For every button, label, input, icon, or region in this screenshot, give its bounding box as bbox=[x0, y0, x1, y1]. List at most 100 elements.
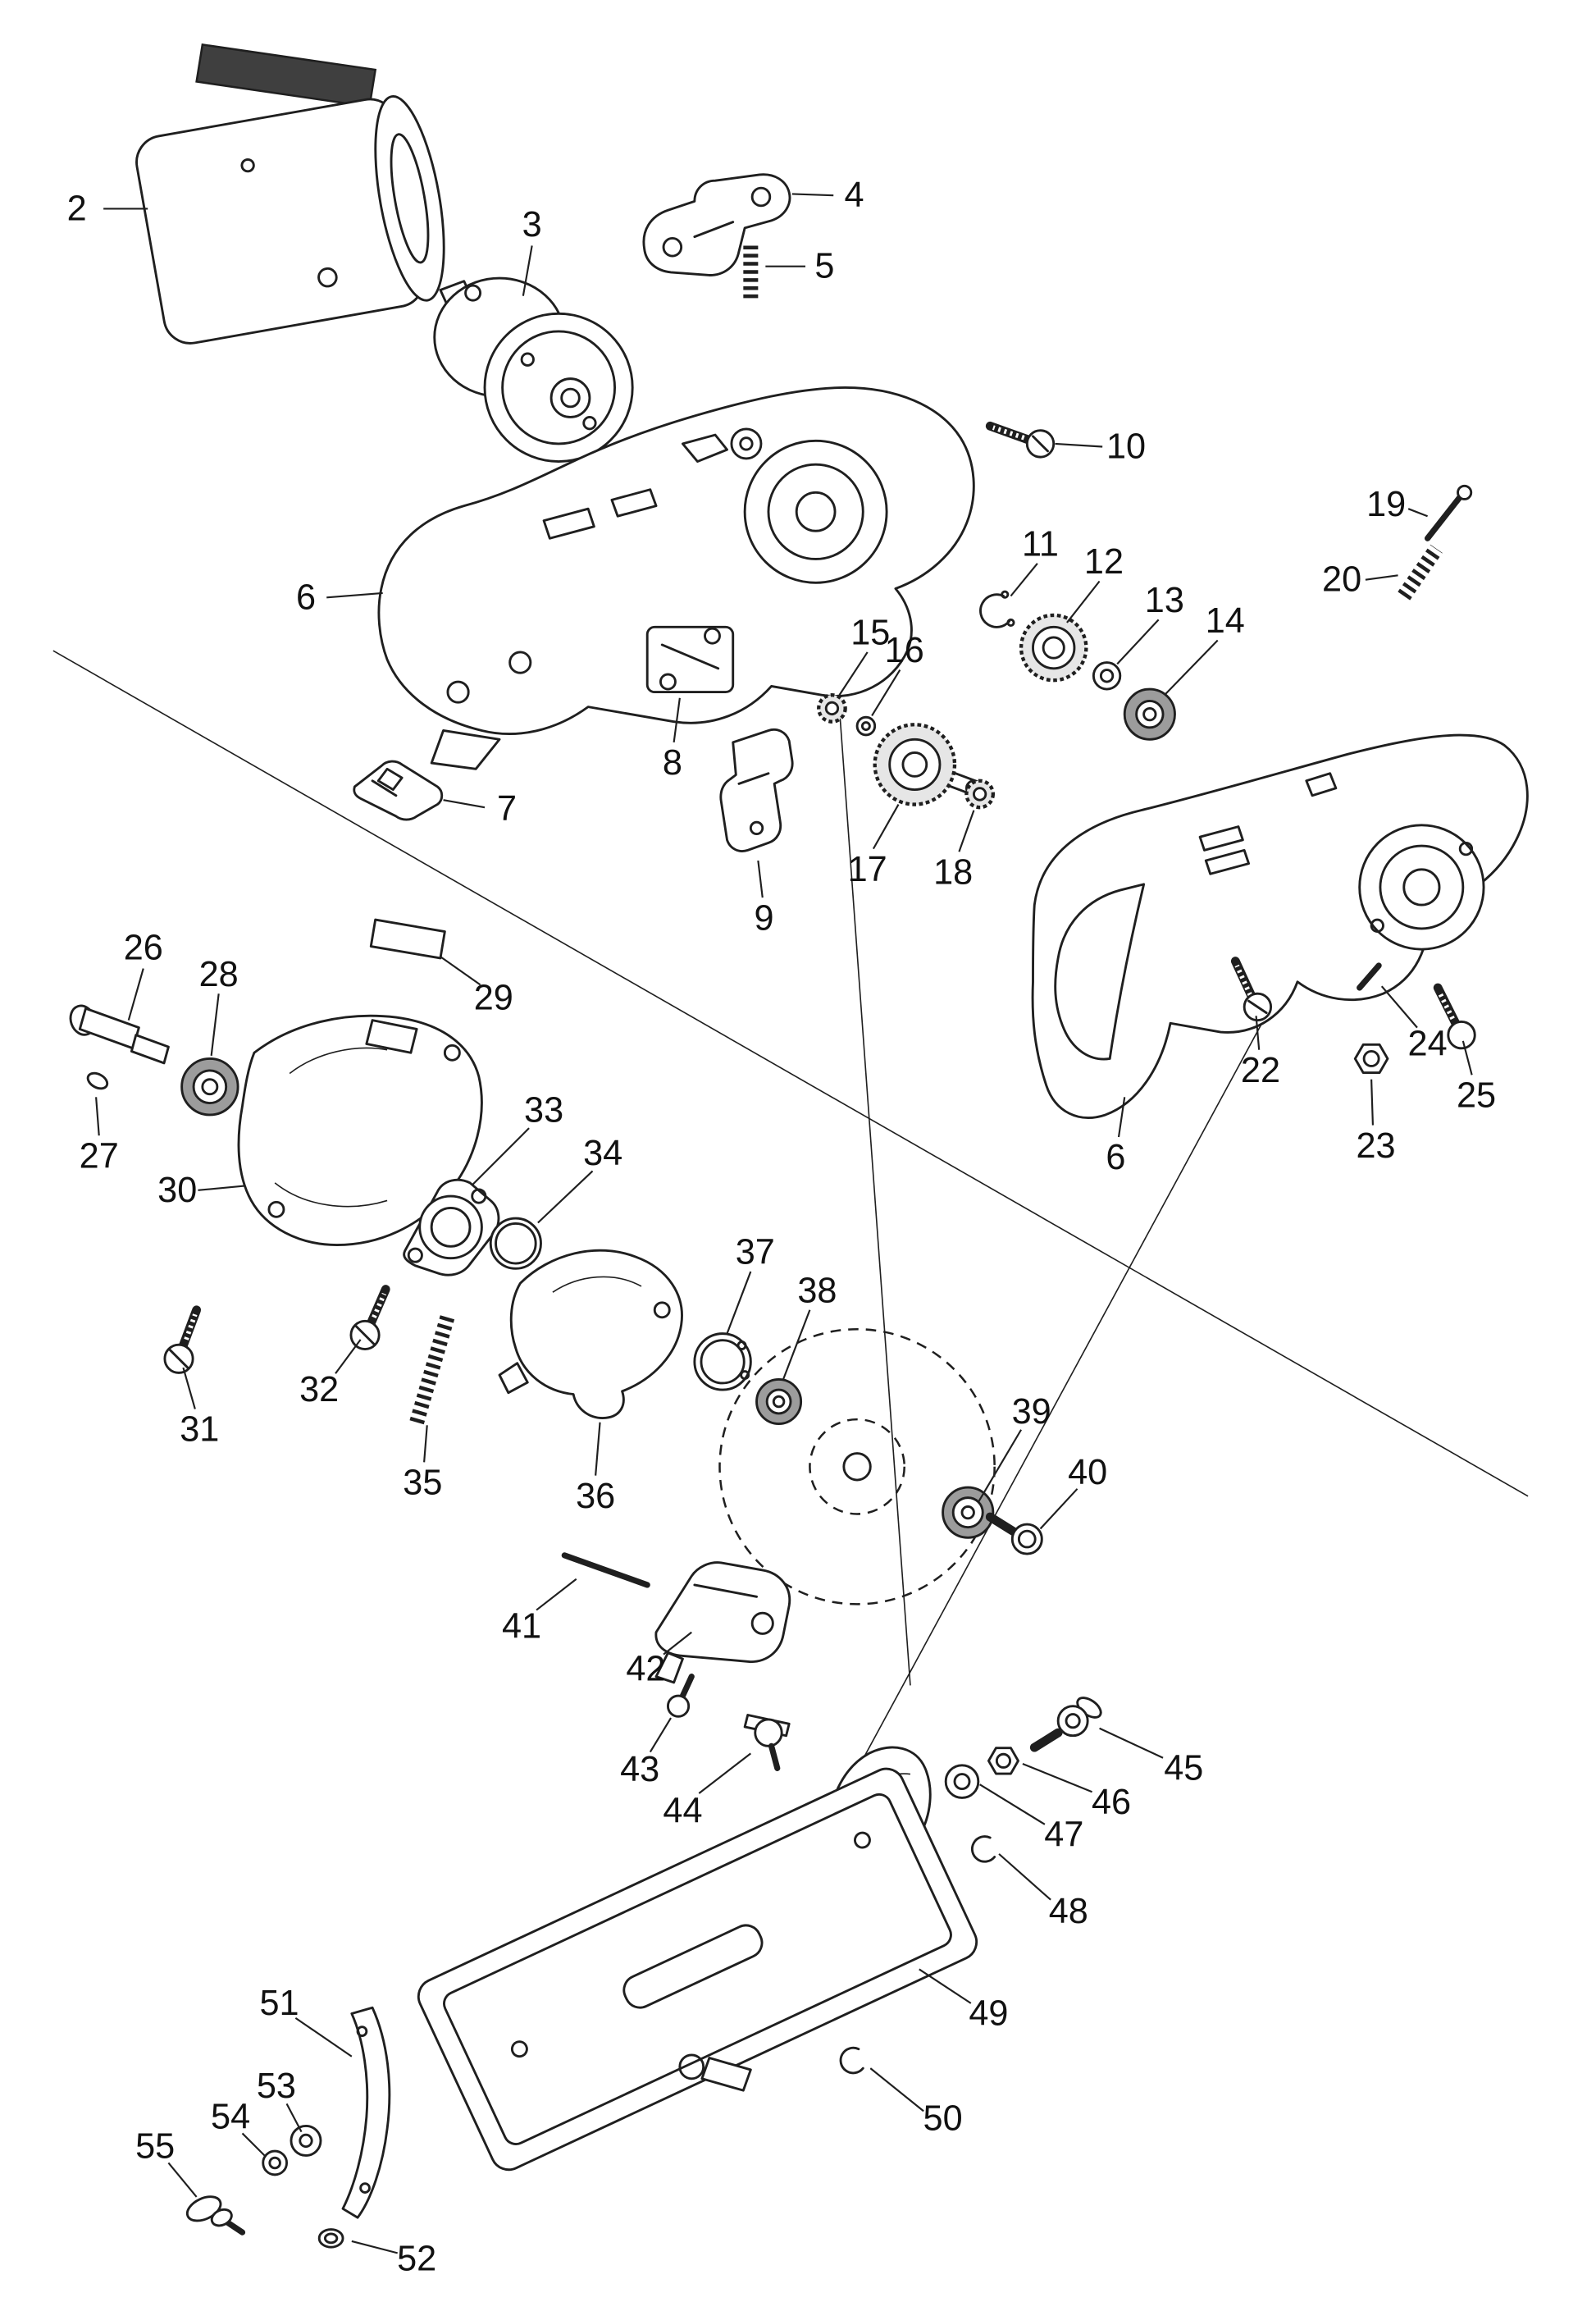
part-label-17: 17 bbox=[848, 850, 887, 889]
leader-line-22 bbox=[1255, 1016, 1261, 1050]
leader-line-12 bbox=[1066, 580, 1101, 623]
part-label-27: 27 bbox=[80, 1136, 119, 1176]
part-label-16: 16 bbox=[885, 631, 924, 670]
part-label-25: 25 bbox=[1457, 1076, 1496, 1116]
leader-line-11 bbox=[1010, 563, 1038, 597]
part-label-32: 32 bbox=[299, 1370, 339, 1409]
part-label-40: 40 bbox=[1068, 1453, 1107, 1492]
part-label-19: 19 bbox=[1366, 485, 1406, 524]
part-29-label bbox=[369, 918, 446, 960]
leader-line-43 bbox=[649, 1717, 672, 1753]
leader-line-15 bbox=[838, 651, 869, 696]
part-label-53: 53 bbox=[257, 2067, 296, 2106]
leader-line-49 bbox=[919, 1968, 972, 2004]
part-46-nut bbox=[987, 1747, 1019, 1775]
part-25-screw bbox=[1433, 983, 1476, 1050]
leader-line-42 bbox=[663, 1631, 692, 1656]
leader-line-32 bbox=[335, 1339, 362, 1374]
part-44-thumb-screw bbox=[743, 1714, 791, 1771]
part-32-screw bbox=[349, 1285, 390, 1350]
part-label-48: 48 bbox=[1049, 1892, 1088, 1931]
part-6-housing-right bbox=[1031, 733, 1529, 1119]
part-28-bearing bbox=[180, 1057, 239, 1117]
part-label-31: 31 bbox=[180, 1410, 219, 1450]
leader-line-52 bbox=[351, 2240, 398, 2254]
part-49-base bbox=[417, 1746, 978, 2172]
leader-line-39 bbox=[977, 1429, 1023, 1503]
part-label-26: 26 bbox=[124, 928, 163, 967]
part-label-55: 55 bbox=[135, 2127, 175, 2167]
part-label-33: 33 bbox=[524, 1091, 563, 1130]
leader-line-10 bbox=[1055, 442, 1103, 448]
leader-line-46 bbox=[1022, 1762, 1092, 1793]
part-3-motor bbox=[433, 276, 634, 463]
leader-line-51 bbox=[294, 2016, 353, 2058]
part-label-39: 39 bbox=[1012, 1392, 1051, 1432]
part-label-36: 36 bbox=[576, 1477, 615, 1516]
part-label-38: 38 bbox=[797, 1271, 837, 1310]
leader-line-55 bbox=[167, 2162, 198, 2198]
part-17-gear bbox=[873, 723, 983, 806]
leader-line-23 bbox=[1370, 1079, 1375, 1126]
part-7-clamp bbox=[353, 760, 444, 821]
leader-line-36 bbox=[595, 1422, 601, 1476]
part-12-gear bbox=[1019, 613, 1088, 683]
part-label-34: 34 bbox=[583, 1134, 622, 1173]
part-label-54: 54 bbox=[211, 2098, 250, 2137]
part-label-8: 8 bbox=[663, 743, 682, 783]
part-label-18: 18 bbox=[933, 852, 973, 892]
part-label-7: 7 bbox=[497, 789, 517, 829]
leader-line-26 bbox=[127, 968, 144, 1021]
leader-line-31 bbox=[182, 1367, 196, 1409]
part-2-motor-housing bbox=[135, 95, 445, 345]
leader-line-48 bbox=[998, 1853, 1051, 1901]
leader-line-6 bbox=[1117, 1097, 1126, 1138]
leader-line-19 bbox=[1407, 508, 1428, 518]
leader-line-13 bbox=[1116, 619, 1160, 665]
leader-line-20 bbox=[1365, 574, 1398, 581]
part-24-pin bbox=[1357, 962, 1382, 991]
part-16-washer bbox=[855, 715, 877, 737]
leader-line-45 bbox=[1099, 1727, 1164, 1759]
part-35-spring bbox=[409, 1313, 455, 1425]
part-36-safety-cover bbox=[498, 1249, 683, 1419]
leader-line-40 bbox=[1039, 1488, 1078, 1530]
part-55-wing-bolt bbox=[185, 2195, 246, 2236]
leader-line-38 bbox=[782, 1309, 811, 1380]
leader-line-18 bbox=[958, 810, 975, 852]
part-label-42: 42 bbox=[626, 1650, 665, 1689]
part-label-49: 49 bbox=[969, 1994, 1008, 2033]
leader-line-3 bbox=[522, 245, 533, 296]
part-22-screw bbox=[1230, 957, 1273, 1022]
part-19-screw bbox=[1424, 484, 1473, 541]
leader-line-17 bbox=[872, 804, 900, 850]
part-27-key bbox=[86, 1071, 109, 1090]
part-42-bracket bbox=[654, 1561, 791, 1684]
part-label-2: 2 bbox=[67, 189, 87, 228]
part-label-10: 10 bbox=[1106, 427, 1146, 467]
part-label-35: 35 bbox=[403, 1464, 442, 1503]
part-label-41: 41 bbox=[502, 1606, 541, 1646]
leader-line-50 bbox=[869, 2067, 924, 2112]
part-label-11: 11 bbox=[1022, 524, 1059, 564]
part-label-24: 24 bbox=[1408, 1024, 1448, 1063]
part-26-spindle bbox=[69, 1004, 170, 1065]
part-label-52: 52 bbox=[397, 2240, 436, 2279]
part-10-screw bbox=[985, 421, 1056, 459]
leader-line-7 bbox=[443, 799, 486, 809]
part-label-4: 4 bbox=[844, 176, 864, 215]
leader-line-25 bbox=[1461, 1040, 1473, 1076]
sticker-label bbox=[195, 43, 377, 108]
part-label-50: 50 bbox=[923, 2099, 963, 2138]
leader-line-35 bbox=[423, 1425, 428, 1463]
leader-line-14 bbox=[1164, 639, 1219, 696]
leader-line-30 bbox=[198, 1185, 246, 1191]
part-label-22: 22 bbox=[1241, 1051, 1280, 1090]
part-label-5: 5 bbox=[814, 247, 834, 286]
part-43-screw bbox=[666, 1674, 695, 1718]
part-20-spring bbox=[1398, 544, 1443, 601]
leader-line-54 bbox=[241, 2132, 267, 2158]
